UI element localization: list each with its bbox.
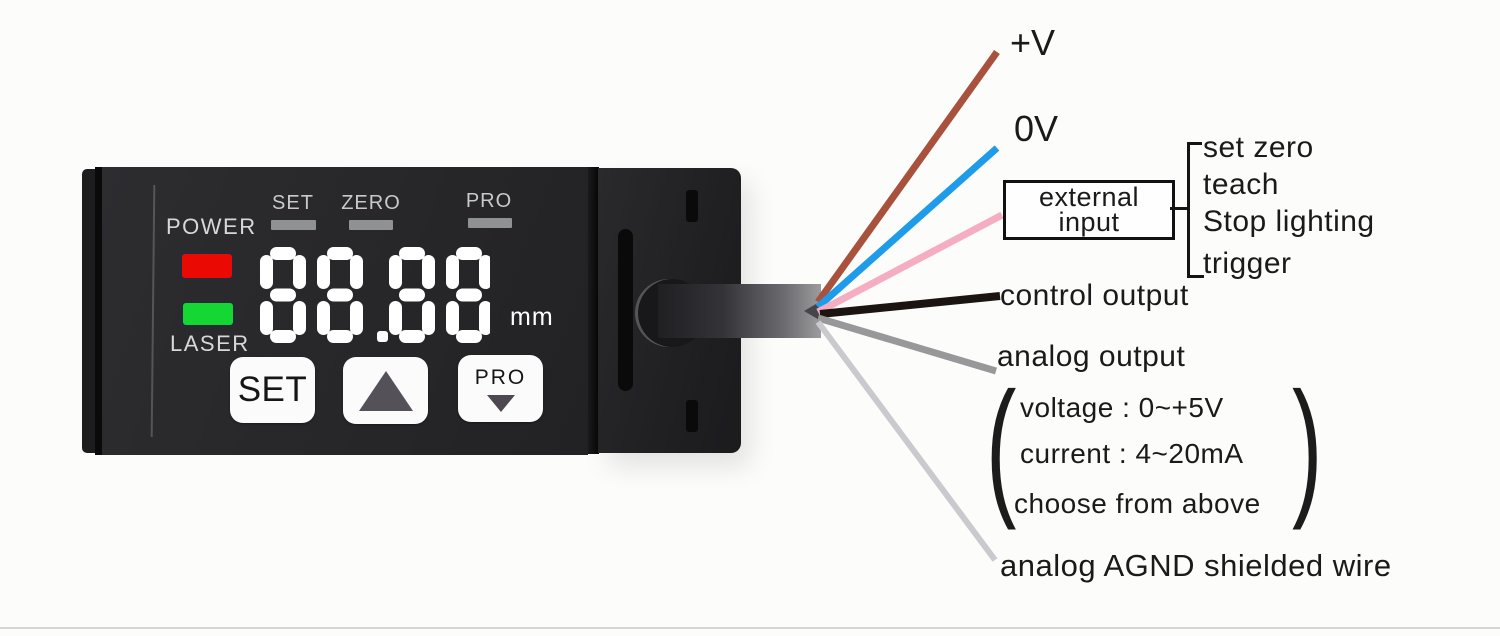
up-arrow-icon [358,370,413,411]
wire-zero-v [815,145,1000,310]
status-label-zero: ZERO [341,192,401,214]
power-label: POWER [166,214,257,239]
cable-stub [658,284,821,338]
cable-tip-notch [804,301,821,321]
wire-analog-output [817,314,997,375]
analog-note-paren-open: ( [986,361,1017,531]
wire-label-control-output: control output [1000,279,1189,312]
seven-segment-display [260,247,492,343]
device-left-edge [82,169,96,453]
device-corner-shadow [588,167,599,454]
external-input-option-trigger: trigger [1203,247,1292,280]
analog-note-current: current : 4~20mA [1020,438,1244,469]
analog-note-choose: choose from above [1014,488,1261,519]
analog-note-paren-close: ) [1292,361,1323,531]
bracket-box-connector [1170,207,1188,210]
external-input-option-stop-lighting: Stop lighting [1203,205,1375,238]
wire-external-input [816,211,1004,316]
pro-button-label: PRO [474,365,527,389]
vent-slot-top [686,190,698,222]
external-input-box: external input [1003,180,1175,240]
set-indicator-bar [271,220,316,230]
down-arrow-icon [486,394,515,412]
wire-v-plus [815,49,1000,305]
up-button[interactable] [343,357,428,424]
bracket-tick-bottom [1187,275,1204,278]
status-label-set: SET [272,192,314,214]
pro-indicator-bar [468,218,512,228]
bracket-tick-top [1187,142,1202,145]
vent-slot-bottom [686,400,698,432]
external-input-option-set-zero: set zero [1203,131,1314,164]
wire-label-v-plus: +V [1010,22,1056,63]
wire-label-analog-output: analog output [997,340,1186,373]
pro-button[interactable]: PRO [458,355,543,422]
wire-label-0v: 0V [1014,108,1059,149]
status-label-pro: PRO [465,190,513,212]
wire-label-analog-agnd: analog AGND shielded wire [1000,548,1392,583]
bracket-vertical-line [1187,142,1190,278]
image-bottom-border [0,627,1500,629]
external-input-option-teach: teach [1203,168,1279,201]
device-left-edge-line [95,167,102,455]
power-led [182,254,232,278]
display-unit-label: mm [510,303,554,331]
zero-indicator-bar [349,220,393,230]
analog-note-voltage: voltage : 0~+5V [1020,392,1224,423]
set-button[interactable]: SET [230,357,315,423]
external-input-line2: input [1058,207,1120,237]
laser-label: LASER [170,331,250,356]
laser-sensor-device: POWER LASER SET ZERO PRO mm SET PRO [82,167,821,455]
wire-analog-agnd [815,320,998,562]
wire-control-output [819,292,1001,318]
external-input-line1: external [1038,182,1140,212]
mounting-groove [618,229,633,391]
laser-led [183,303,233,325]
